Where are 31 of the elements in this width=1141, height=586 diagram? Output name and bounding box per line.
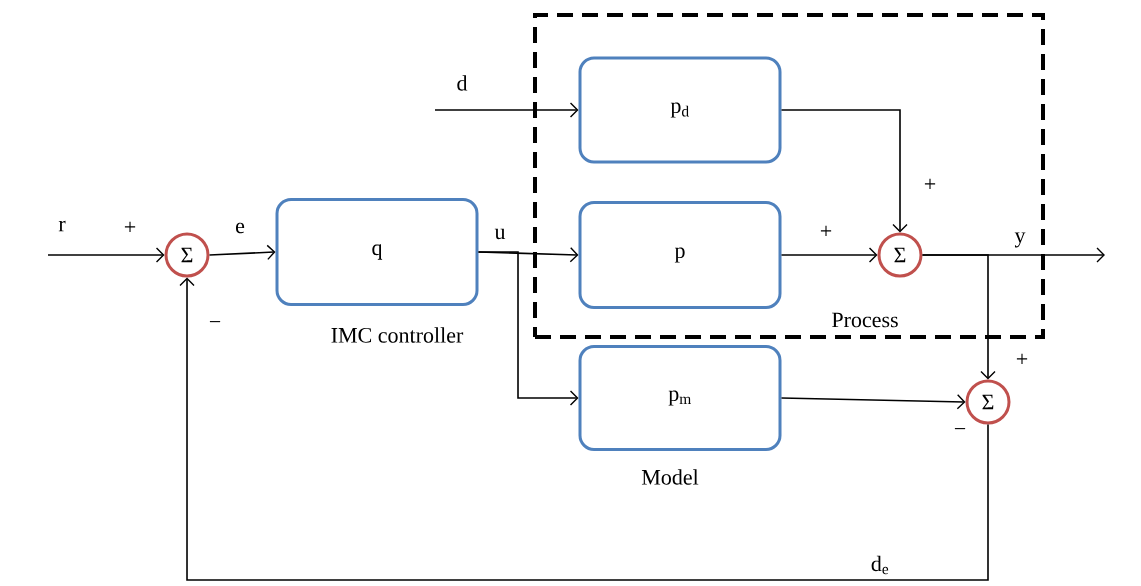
arrow — [208, 244, 276, 261]
block-box: p — [578, 201, 782, 309]
signal-label: y — [1013, 231, 1027, 249]
arrow — [477, 251, 579, 406]
signal-label: r — [57, 219, 67, 233]
sign-label: + — [1016, 353, 1028, 365]
arrow — [780, 394, 966, 410]
block-box: q — [275, 198, 479, 306]
sign-label: + — [924, 178, 936, 190]
signal-label: d — [455, 74, 469, 92]
summing-junction: Σ — [164, 232, 210, 278]
arrow — [921, 254, 996, 380]
block-box: p$_{m}$ — [578, 345, 782, 451]
block-caption: Model — [641, 469, 699, 485]
sign-label: + — [820, 225, 832, 237]
arrow — [179, 277, 989, 581]
summing-junction: Σ — [877, 232, 923, 278]
sign-label: + — [124, 221, 136, 233]
arrow — [434, 102, 579, 118]
summing-junction: Σ — [965, 379, 1011, 425]
arrow — [477, 247, 579, 263]
signal-label: e — [234, 221, 246, 235]
sign-label: − — [209, 321, 221, 323]
sign-label: − — [954, 428, 966, 430]
arrow — [780, 109, 908, 233]
arrow — [47, 247, 165, 263]
signal-label: u — [493, 227, 507, 241]
signal-label: d$_{e}$ — [869, 554, 891, 576]
block-caption: IMC controller — [331, 327, 464, 343]
arrow — [780, 247, 878, 263]
block-box: p$_{d}$ — [578, 56, 782, 164]
